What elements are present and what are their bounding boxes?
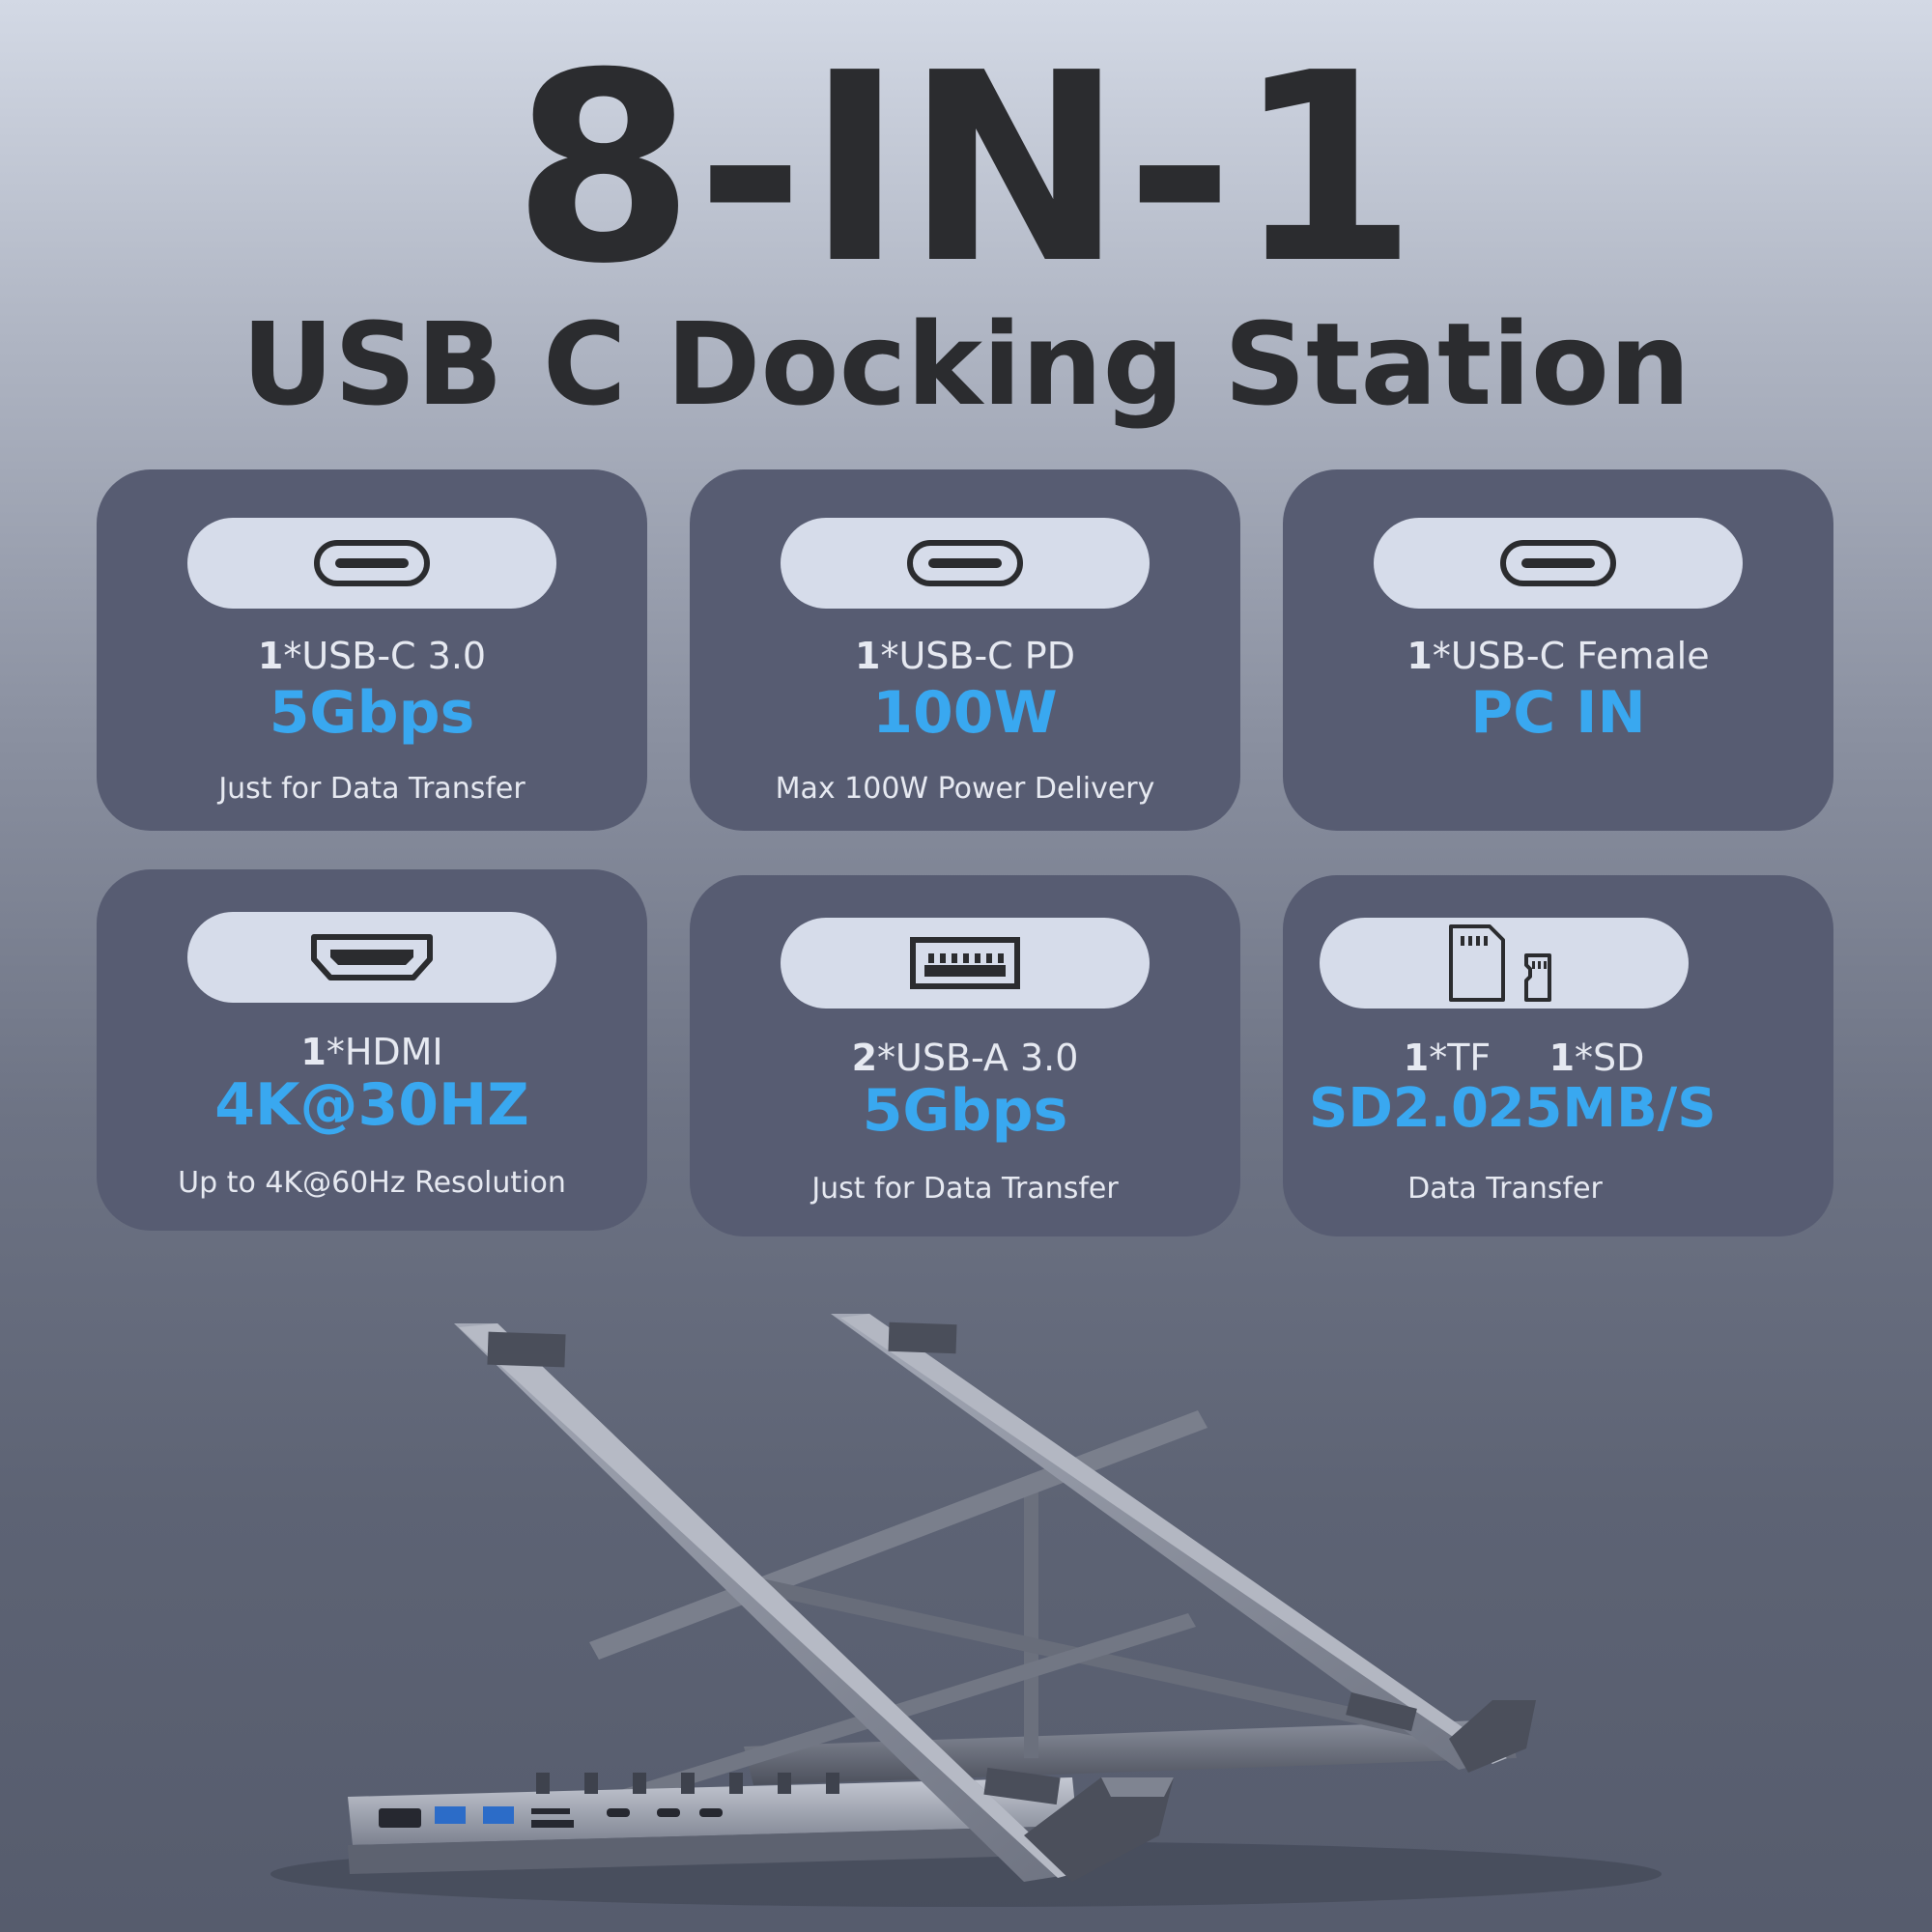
feature-card-usb-c-pd: 1*USB-C PD 100W Max 100W Power Delivery xyxy=(690,469,1240,831)
port-name: 1*USB-C Female xyxy=(1406,635,1710,677)
port-spec: 4K@30HZ xyxy=(214,1071,529,1139)
usb-c-port-icon xyxy=(907,540,1023,586)
port-icon-pill xyxy=(187,912,556,1003)
headline-title: 8-IN-1 xyxy=(512,16,1420,321)
port-spec: PC IN xyxy=(1470,679,1646,747)
hdmi-port-icon xyxy=(311,934,433,980)
usb-c-port-icon xyxy=(314,540,430,586)
tf-slot-spec: SD2.0 xyxy=(1308,1077,1490,1140)
port-note: Just for Data Transfer xyxy=(811,1172,1119,1206)
port-icon-pill xyxy=(1374,518,1743,609)
port-name: 1*USB-C PD xyxy=(855,635,1075,677)
laptop-stand-illustration xyxy=(270,1314,1662,1907)
port-icon-pill xyxy=(1320,918,1689,1009)
port-spec: 5Gbps xyxy=(862,1077,1068,1145)
feature-card-usb-c-pc-in: 1*USB-C Female PC IN xyxy=(1283,469,1833,831)
port-name: 2*USB-A 3.0 xyxy=(851,1037,1079,1079)
port-icon-pill xyxy=(781,918,1150,1009)
port-spec: 100W xyxy=(872,679,1058,747)
headline-subtitle: USB C Docking Station xyxy=(242,298,1690,431)
port-icon-pill xyxy=(781,518,1150,609)
feature-card-card-reader: 1*TF SD2.0 1*SD 25MB/S Data Transfer xyxy=(1283,875,1833,1236)
feature-card-usb-c-data: 1*USB-C 3.0 5Gbps Just for Data Transfer xyxy=(97,469,647,831)
feature-card-hdmi: 1*HDMI 4K@30HZ Up to 4K@60Hz Resolution xyxy=(97,869,647,1231)
port-note: Data Transfer xyxy=(1407,1172,1603,1206)
feature-card-usb-a: 2*USB-A 3.0 5Gbps Just for Data Transfer xyxy=(690,875,1240,1236)
sd-slot-spec: 25MB/S xyxy=(1487,1077,1717,1140)
usb-c-port-icon xyxy=(1500,540,1616,586)
tf-slot-name: 1*TF xyxy=(1403,1037,1492,1079)
port-spec: 5Gbps xyxy=(269,679,475,747)
port-name: 1*USB-C 3.0 xyxy=(257,635,487,677)
port-note: Max 100W Power Delivery xyxy=(775,772,1155,806)
port-icon-pill xyxy=(187,518,556,609)
sd-slot-name: 1*SD xyxy=(1548,1037,1645,1079)
port-name: 1*HDMI xyxy=(300,1031,443,1073)
port-note: Up to 4K@60Hz Resolution xyxy=(178,1166,566,1200)
usb-a-port-icon xyxy=(910,937,1020,989)
port-note: Just for Data Transfer xyxy=(218,772,526,806)
sd-tf-card-icon xyxy=(1449,924,1551,1002)
